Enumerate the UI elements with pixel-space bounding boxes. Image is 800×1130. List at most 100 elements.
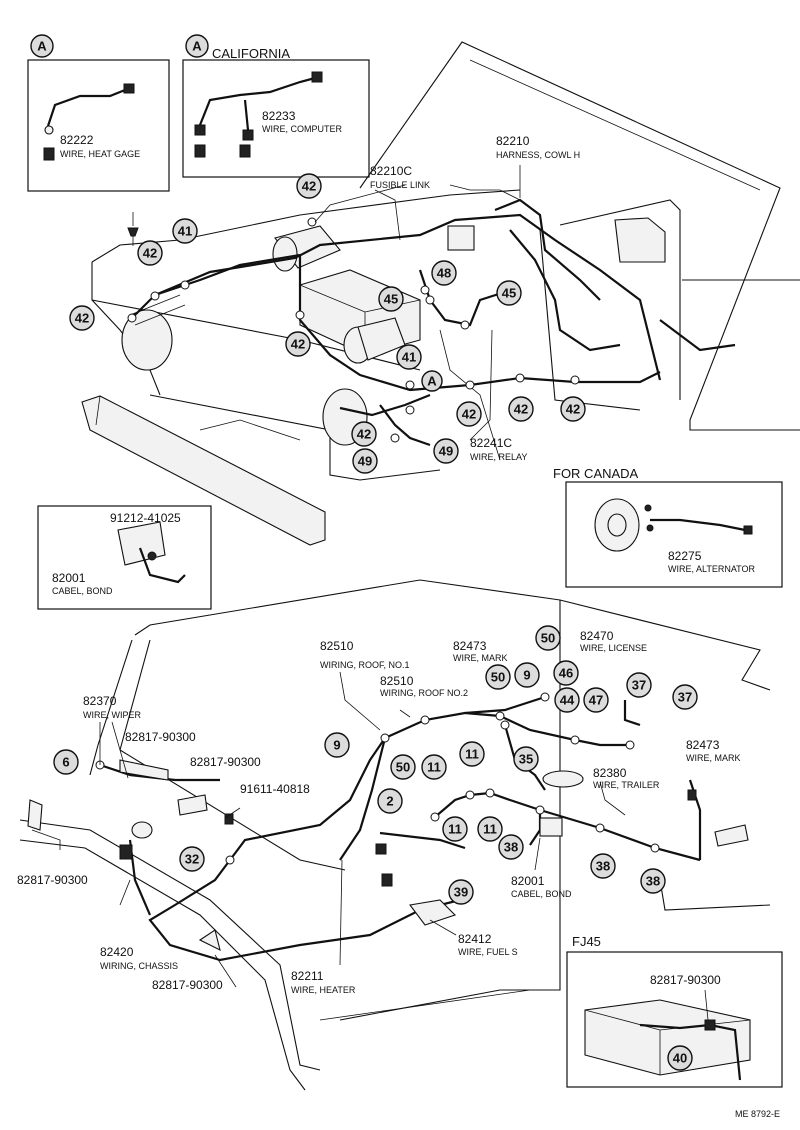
svg-text:44: 44 [560, 693, 575, 708]
svg-text:41: 41 [402, 350, 416, 365]
engine-callout: 41 [396, 344, 422, 370]
chassis-drawing [19, 579, 771, 1091]
heater-desc: WIRE, HEATER [291, 985, 356, 995]
wiper-desc: WIRE, WIPER [83, 710, 141, 720]
alternator-desc: WIRE, ALTERNATOR [668, 564, 756, 574]
fuel-desc: WIRE, FUEL S [458, 947, 518, 957]
chassis-desc: WIRING, CHASSIS [100, 961, 178, 971]
chassis-callout: 37 [672, 684, 698, 710]
svg-text:11: 11 [427, 760, 441, 775]
heat-gage-desc: WIRE, HEAT GAGE [60, 149, 140, 159]
computer-desc: WIRE, COMPUTER [262, 124, 342, 134]
engine-compartment-drawing [81, 41, 800, 546]
engine-callout: 41 [172, 218, 198, 244]
bond-chassis-part-no: 82001 [511, 874, 545, 888]
inset-california-computer: A CALIFORNIA 82233 WIRE, COMPUTER [182, 34, 370, 178]
california-title: CALIFORNIA [212, 46, 290, 61]
chassis-callout: 11 [477, 816, 503, 842]
chassis-callout: 50 [390, 754, 416, 780]
svg-text:42: 42 [291, 337, 305, 352]
svg-text:11: 11 [483, 822, 497, 837]
roof2-part-no: 82510 [380, 674, 414, 688]
engine-callout: 45 [496, 280, 522, 306]
svg-text:42: 42 [357, 427, 371, 442]
svg-text:45: 45 [502, 286, 516, 301]
svg-text:11: 11 [448, 822, 462, 837]
engine-callout: 42 [69, 305, 95, 331]
license-desc: WIRE, LICENSE [580, 643, 647, 653]
bolt-part-no: 91611-40818 [240, 782, 310, 796]
clamp2-part-no: 82817-90300 [190, 755, 261, 769]
fuel-part-no: 82412 [458, 932, 492, 946]
svg-text:50: 50 [396, 760, 410, 775]
computer-part-no: 82233 [262, 109, 296, 123]
svg-text:41: 41 [178, 224, 192, 239]
svg-text:47: 47 [589, 693, 603, 708]
svg-text:38: 38 [646, 874, 660, 889]
engine-callout: 42 [508, 396, 534, 422]
fusible-link-desc: FUSIBLE LINK [370, 180, 430, 190]
svg-text:40: 40 [673, 1051, 687, 1066]
chassis-callout: 47 [583, 687, 609, 713]
svg-text:35: 35 [519, 752, 533, 767]
svg-text:9: 9 [523, 668, 530, 683]
svg-text:42: 42 [302, 179, 316, 194]
inset-cabel-bond: 91212-41025 82001 CABEL, BOND [37, 505, 212, 610]
chassis-callout: 9 [514, 662, 540, 688]
wire-relay-desc: WIRE, RELAY [470, 452, 527, 462]
chassis-callout: 46 [553, 660, 579, 686]
inset-heat-gage: A 82222 WIRE, HEAT GAGE [27, 34, 170, 192]
svg-text:38: 38 [504, 840, 518, 855]
svg-text:50: 50 [541, 631, 555, 646]
harness-cowl-desc: HARNESS, COWL H [496, 150, 580, 160]
svg-text:48: 48 [437, 266, 451, 281]
svg-text:42: 42 [75, 311, 89, 326]
mark-right-part-no: 82473 [686, 738, 720, 752]
trailer-part-no: 82380 [593, 766, 627, 780]
engine-callout: 42 [285, 331, 311, 357]
svg-text:A: A [192, 39, 202, 54]
chassis-callout: 9 [324, 732, 350, 758]
fj45-part-no: 82817-90300 [650, 973, 721, 987]
svg-text:37: 37 [678, 690, 692, 705]
chassis-callout: 38 [640, 868, 666, 894]
chassis-callout: 11 [442, 816, 468, 842]
svg-text:42: 42 [143, 246, 157, 261]
license-part-no: 82470 [580, 629, 614, 643]
bond-bolt-part-no: 91212-41025 [110, 511, 181, 525]
svg-text:49: 49 [439, 444, 453, 459]
chassis-callout: 2 [377, 788, 403, 814]
svg-text:38: 38 [596, 859, 610, 874]
bond-part-no: 82001 [52, 571, 86, 585]
roof1-desc: WIRING, ROOF, NO.1 [320, 660, 410, 670]
chassis-callout: 37 [626, 672, 652, 698]
engine-callout: 42 [296, 173, 322, 199]
engine-callout: 48 [431, 260, 457, 286]
svg-text:45: 45 [384, 292, 398, 307]
chassis-callout: 38 [590, 853, 616, 879]
roof1-part-no: 82510 [320, 639, 354, 653]
bond-desc: CABEL, BOND [52, 586, 113, 596]
engine-callout: 42 [456, 401, 482, 427]
fj45-callout: 40 [667, 1045, 693, 1071]
view-a-marker: A [421, 370, 443, 392]
canada-title: FOR CANADA [553, 466, 639, 481]
svg-text:37: 37 [632, 678, 646, 693]
svg-text:39: 39 [454, 885, 468, 900]
svg-text:9: 9 [333, 738, 340, 753]
chassis-callout: 32 [179, 846, 205, 872]
svg-text:42: 42 [462, 407, 476, 422]
heat-gage-part-no: 82222 [60, 133, 94, 147]
mark-top-part-no: 82473 [453, 639, 487, 653]
svg-text:A: A [427, 374, 437, 389]
inset-a-marker: A [30, 34, 54, 58]
engine-callout: 42 [560, 396, 586, 422]
engine-callout: 49 [433, 438, 459, 464]
svg-text:42: 42 [514, 402, 528, 417]
heater-part-no: 82211 [291, 969, 324, 983]
harness-cowl-part-no: 82210 [496, 134, 530, 148]
footer-code: ME 8792-E [735, 1109, 780, 1119]
alternator-part-no: 82275 [668, 549, 702, 563]
svg-text:A: A [37, 39, 47, 54]
